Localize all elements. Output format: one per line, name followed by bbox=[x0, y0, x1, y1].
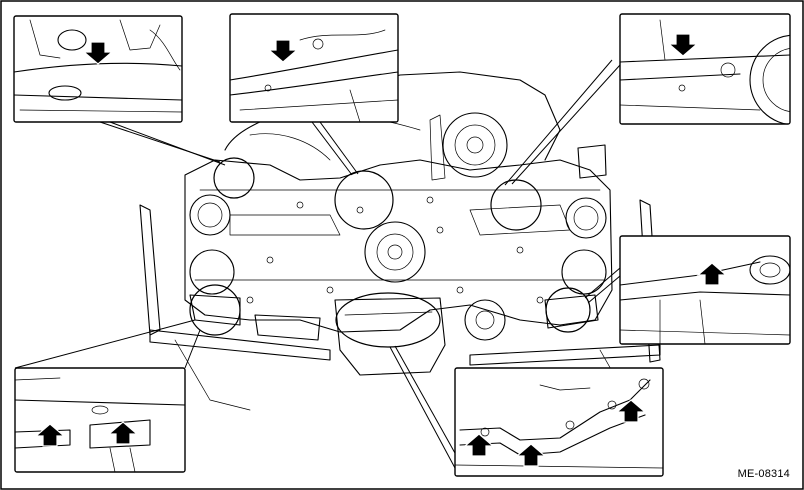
callout-circles bbox=[189, 157, 591, 348]
leader-lines bbox=[14, 59, 621, 469]
callout-panel-top-left bbox=[13, 15, 183, 123]
callout-panel-bottom-left bbox=[14, 367, 186, 473]
callout-circle-front-right bbox=[490, 179, 542, 231]
arrow-up-icon bbox=[615, 399, 647, 423]
callout-panel-top-right bbox=[619, 13, 791, 125]
arrow-up-icon bbox=[463, 433, 495, 457]
callout-panel-bottom-right bbox=[454, 367, 664, 477]
callout-panel-top-center bbox=[229, 13, 399, 123]
arrow-up-icon bbox=[107, 421, 139, 445]
callout-circle-oil-pan bbox=[335, 292, 441, 348]
figure-id-label: ME-08314 bbox=[737, 468, 790, 480]
callout-circle-front-center bbox=[334, 170, 394, 230]
arrow-up-icon bbox=[515, 443, 547, 467]
arrow-up-icon bbox=[34, 423, 66, 447]
arrow-down-icon bbox=[667, 33, 699, 57]
callout-circle-front-left bbox=[213, 157, 255, 199]
arrow-up-icon bbox=[696, 262, 728, 286]
callout-circle-lower-right bbox=[545, 287, 591, 333]
callout-circle-lower-left bbox=[189, 284, 241, 336]
callout-panel-right-middle bbox=[619, 235, 791, 345]
arrow-down-icon bbox=[267, 39, 299, 63]
engine-block bbox=[139, 71, 661, 431]
arrow-down-icon bbox=[82, 41, 114, 65]
